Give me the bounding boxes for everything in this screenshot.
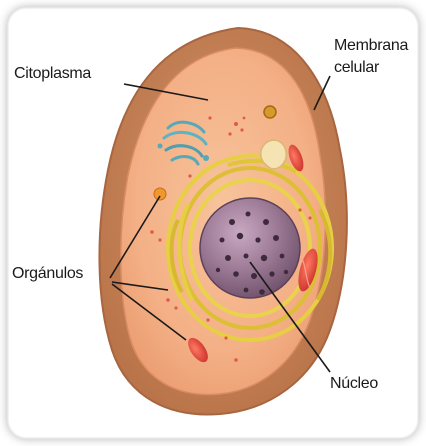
label-nucleo: Núcleo bbox=[330, 374, 378, 393]
vesicle-small bbox=[154, 188, 166, 200]
label-membrana-line1: Membrana bbox=[334, 36, 408, 55]
vesicle-orange bbox=[264, 106, 276, 118]
label-membrana-line2: celular bbox=[334, 58, 379, 77]
label-organulos: Orgánulos bbox=[12, 264, 83, 283]
label-citoplasma: Citoplasma bbox=[14, 64, 91, 83]
